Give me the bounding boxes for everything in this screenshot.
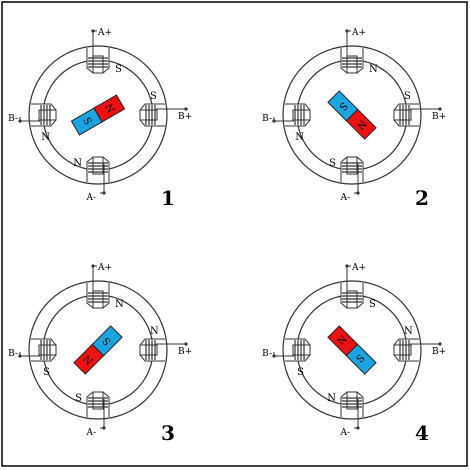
coil-assembly: [340, 391, 364, 417]
stator-outer-ring: [282, 45, 422, 185]
magnet-south-half: [345, 343, 377, 375]
terminal-label-a-minus: A-: [339, 428, 350, 438]
terminal-label-b-plus: B+: [432, 347, 446, 357]
stator-outer-ring: [28, 280, 168, 420]
terminal-label-b-minus: B-: [262, 349, 272, 359]
magnet-south-half: [327, 90, 359, 122]
coil-assembly: [31, 103, 57, 127]
rotor-magnet: NS: [73, 325, 123, 375]
rotor-magnet: NS: [70, 94, 126, 136]
terminal-label-b-plus: B+: [432, 112, 446, 122]
pole-label-bottom: N: [327, 393, 336, 404]
rotor-magnet: NS: [327, 325, 377, 375]
coil-assembly: [31, 338, 57, 362]
pole-label-right: N: [150, 326, 159, 337]
terminal-dot: [18, 354, 22, 358]
pole-label-right: S: [404, 91, 411, 102]
coil-assembly: [86, 283, 110, 309]
terminal-dot: [91, 264, 95, 268]
coil-assembly: [285, 103, 311, 127]
pole-label-left: N: [41, 132, 50, 143]
terminal-dot: [438, 342, 442, 346]
coil-assembly: [340, 156, 364, 182]
terminal-label-a-minus: A-: [85, 428, 96, 438]
coil-assembly: [393, 103, 419, 127]
pole-label-bottom: S: [75, 393, 82, 404]
coil-assembly: [86, 391, 110, 417]
coil-assembly: [86, 156, 110, 182]
terminal-dot: [272, 119, 276, 123]
coil-assembly: [340, 48, 364, 74]
pole-label-top: N: [115, 299, 124, 310]
pole-label-left: N: [295, 132, 304, 143]
magnet-south-half: [91, 325, 123, 357]
terminal-dot: [272, 354, 276, 358]
terminal-label-a-plus: A+: [97, 263, 112, 273]
terminal-label-b-plus: B+: [178, 347, 192, 357]
terminal-dot: [102, 426, 106, 430]
step-number-1: 1: [161, 186, 175, 210]
terminal-label-a-minus: A-: [85, 193, 96, 203]
step-number-2: 2: [415, 186, 429, 210]
terminal-dot: [345, 264, 349, 268]
coil-assembly: [340, 283, 364, 309]
terminal-dot: [356, 426, 360, 430]
step-panels: A+A-B+B-SNNSNS1A+A-B+B-NSNSNS2A+A-B+B-NS…: [8, 28, 446, 445]
rotor-magnet: NS: [327, 90, 377, 140]
terminal-dot: [184, 107, 188, 111]
stator-outer-ring: [282, 280, 422, 420]
magnet-south-half: [70, 107, 103, 136]
terminal-dot: [345, 29, 349, 33]
pole-label-left: S: [43, 367, 50, 378]
step-number-4: 4: [415, 421, 429, 445]
terminal-label-b-minus: B-: [8, 349, 18, 359]
coil-assembly: [285, 338, 311, 362]
terminal-label-a-plus: A+: [351, 28, 366, 38]
coil-assembly: [86, 48, 110, 74]
magnet-south-label: S: [80, 116, 93, 128]
terminal-dot: [18, 119, 22, 123]
pole-label-top: S: [115, 64, 122, 75]
terminal-label-b-minus: B-: [8, 114, 18, 124]
terminal-label-a-plus: A+: [351, 263, 366, 273]
pole-label-bottom: N: [73, 158, 82, 169]
stator-outer-ring: [28, 45, 168, 185]
terminal-dot: [438, 107, 442, 111]
pole-label-right: S: [150, 91, 157, 102]
terminal-dot: [91, 29, 95, 33]
coil-assembly: [139, 103, 165, 127]
pole-label-top: S: [369, 299, 376, 310]
terminal-dot: [102, 191, 106, 195]
pole-label-bottom: S: [329, 158, 336, 169]
terminal-label-b-plus: B+: [178, 112, 192, 122]
pole-label-right: N: [404, 326, 413, 337]
coil-assembly: [139, 338, 165, 362]
pole-label-left: S: [297, 367, 304, 378]
terminal-label-b-minus: B-: [262, 114, 272, 124]
terminal-label-a-plus: A+: [97, 28, 112, 38]
terminal-dot: [184, 342, 188, 346]
terminal-dot: [356, 191, 360, 195]
terminal-label-a-minus: A-: [339, 193, 350, 203]
pole-label-top: N: [369, 64, 378, 75]
step-number-3: 3: [161, 421, 175, 445]
coil-assembly: [393, 338, 419, 362]
